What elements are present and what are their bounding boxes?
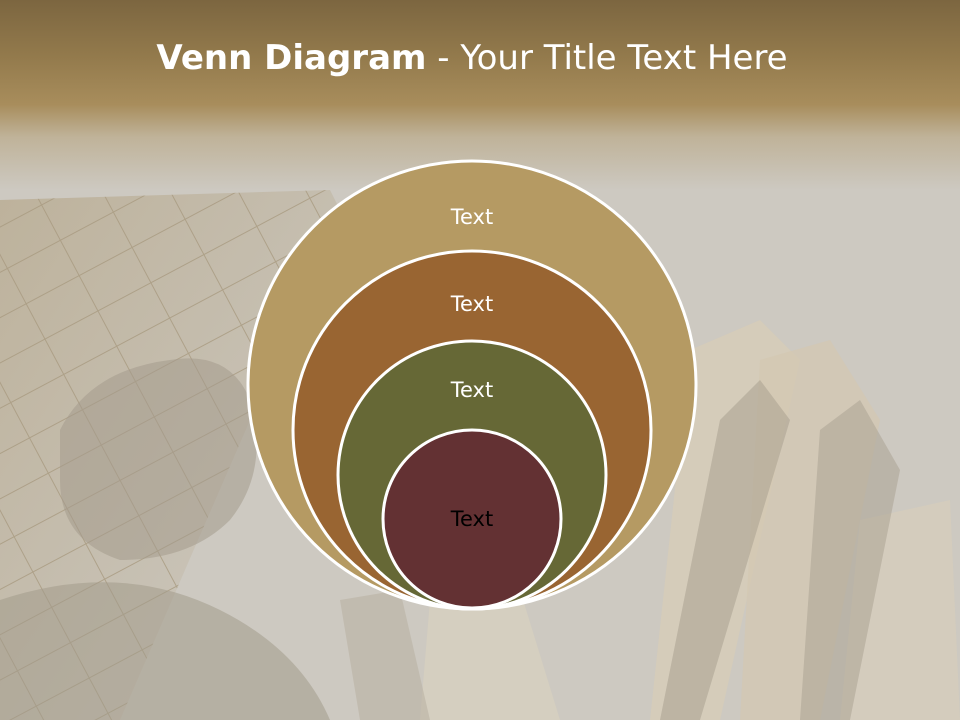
slide-title-bold: Venn Diagram xyxy=(156,38,427,78)
title-band xyxy=(0,0,960,190)
venn-circle-4-label: Text xyxy=(450,507,493,531)
slide-title: Venn Diagram - Your Title Text Here xyxy=(0,38,944,78)
venn-circle-1-label: Text xyxy=(450,205,493,229)
slide-title-rest: - Your Title Text Here xyxy=(426,38,788,78)
venn-circle-4 xyxy=(381,428,563,610)
venn-circle-2-label: Text xyxy=(450,292,493,316)
venn-circle-3-label: Text xyxy=(450,378,493,402)
